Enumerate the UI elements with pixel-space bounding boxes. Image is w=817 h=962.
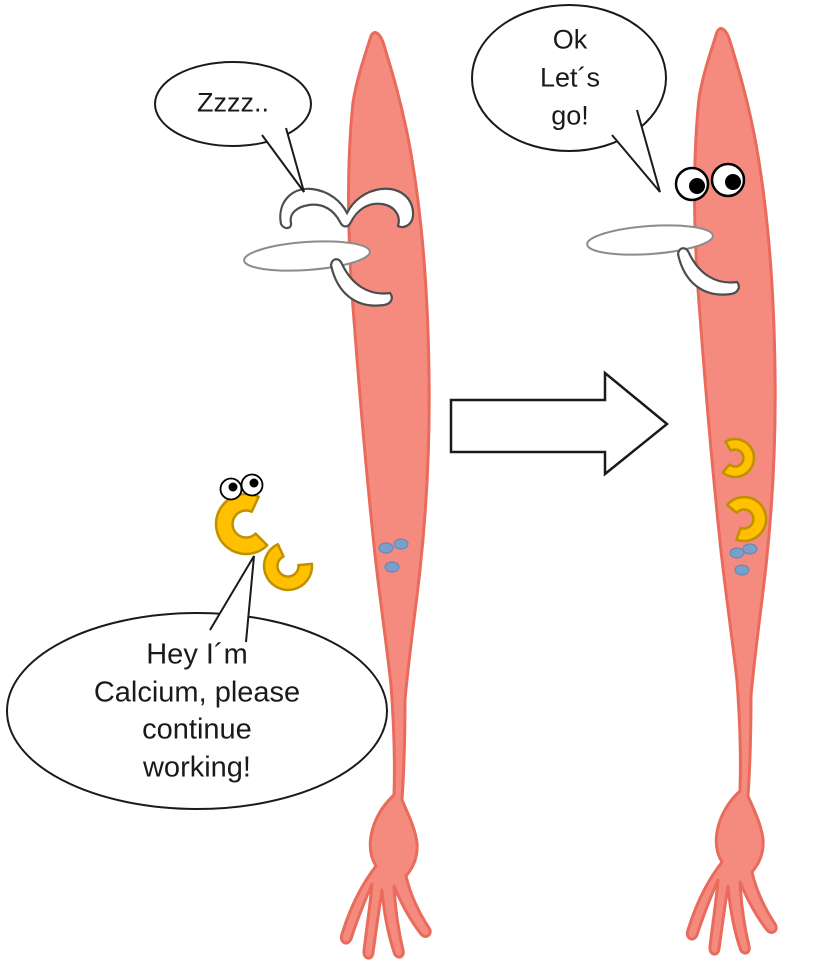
speech-bubble-calcium	[6, 555, 388, 810]
speech-bubble-sleep-ellipse	[154, 61, 312, 147]
calcium-ion-icon	[721, 437, 756, 479]
receptor-dot	[734, 564, 750, 576]
awake-cell-pupils	[689, 174, 741, 194]
awake-cell-face	[585, 162, 746, 296]
sleeping-cell-closed-eyes-icon	[279, 187, 415, 230]
extra-calcium-ion-icon	[262, 542, 314, 592]
awake-cell-receptor-dots	[729, 543, 758, 576]
speech-bubble-sleep	[154, 61, 312, 193]
pupil	[228, 482, 238, 492]
receptor-dot	[742, 543, 758, 555]
calcium-character	[214, 473, 314, 592]
receptor-dot	[729, 547, 745, 559]
pupil	[689, 178, 705, 194]
pupil	[249, 478, 259, 488]
sleeping-cell	[242, 31, 432, 960]
calcium-character-body-icon	[214, 492, 269, 556]
receptor-dot	[378, 542, 394, 554]
sleep-bubble-text: Zzzz..	[197, 87, 269, 118]
calcium-bubble-text: Hey I´m Calcium, please continue working…	[93, 638, 301, 784]
speech-bubble-calcium-ellipse	[6, 612, 388, 810]
speech-bubble-calcium-tail	[209, 555, 255, 643]
awake-cell-calcium-ions	[721, 437, 768, 543]
sleeping-cell-face	[242, 187, 415, 307]
receptor-dot	[393, 538, 409, 550]
awake-cell	[585, 27, 778, 956]
speech-bubble-awake-tail	[611, 109, 661, 193]
transition-arrow	[449, 370, 669, 477]
receptor-dot	[384, 561, 400, 573]
sleeping-cell-receptor-dots	[378, 538, 409, 573]
speech-bubble-awake-ellipse	[471, 4, 667, 152]
speech-bubble-sleep-tail	[261, 127, 305, 193]
speech-bubble-awake	[471, 4, 667, 193]
calcium-character-pupils	[228, 478, 259, 492]
calcium-ion-icon	[725, 495, 768, 543]
pupil	[725, 174, 741, 190]
awake-bubble-text: Ok Let´s go!	[539, 24, 601, 130]
sleeping-cell-body	[339, 31, 432, 960]
